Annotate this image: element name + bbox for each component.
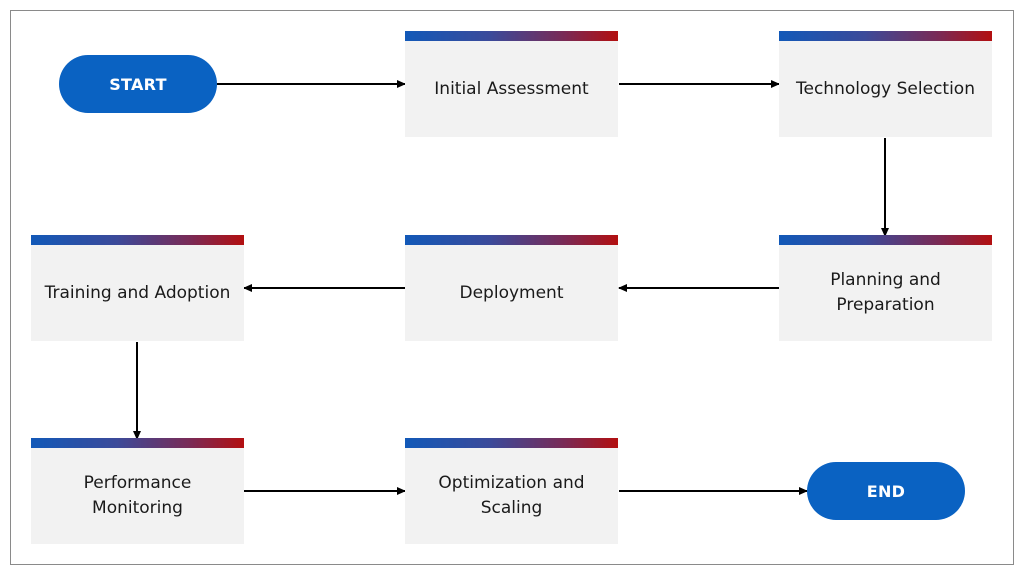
step-planning-and-preparation: Planning and Preparation: [779, 235, 992, 341]
start-node: START: [59, 55, 217, 113]
step-label: Initial Assessment: [434, 78, 589, 99]
step-header-bar: [405, 31, 618, 41]
end-node: END: [807, 462, 965, 520]
start-label: START: [109, 74, 167, 94]
step-header-bar: [405, 235, 618, 245]
step-technology-selection: Technology Selection: [779, 31, 992, 137]
step-optimization-and-scaling: Optimization and Scaling: [405, 438, 618, 544]
step-label: Optimization and Scaling: [438, 473, 585, 518]
step-deployment: Deployment: [405, 235, 618, 341]
step-label: Deployment: [459, 282, 564, 303]
diagram-frame: [10, 10, 1014, 565]
step-header-bar: [405, 438, 618, 448]
step-label: Performance Monitoring: [83, 473, 192, 518]
end-label: END: [866, 481, 906, 501]
step-header-bar: [31, 438, 244, 448]
step-performance-monitoring: Performance Monitoring: [31, 438, 244, 544]
step-label: Planning and Preparation: [830, 270, 941, 315]
step-header-bar: [31, 235, 244, 245]
step-label: Technology Selection: [796, 78, 975, 99]
step-label: Training and Adoption: [44, 282, 231, 303]
step-header-bar: [779, 31, 992, 41]
step-initial-assessment: Initial Assessment: [405, 31, 618, 137]
step-header-bar: [779, 235, 992, 245]
step-training-and-adoption: Training and Adoption: [31, 235, 244, 341]
